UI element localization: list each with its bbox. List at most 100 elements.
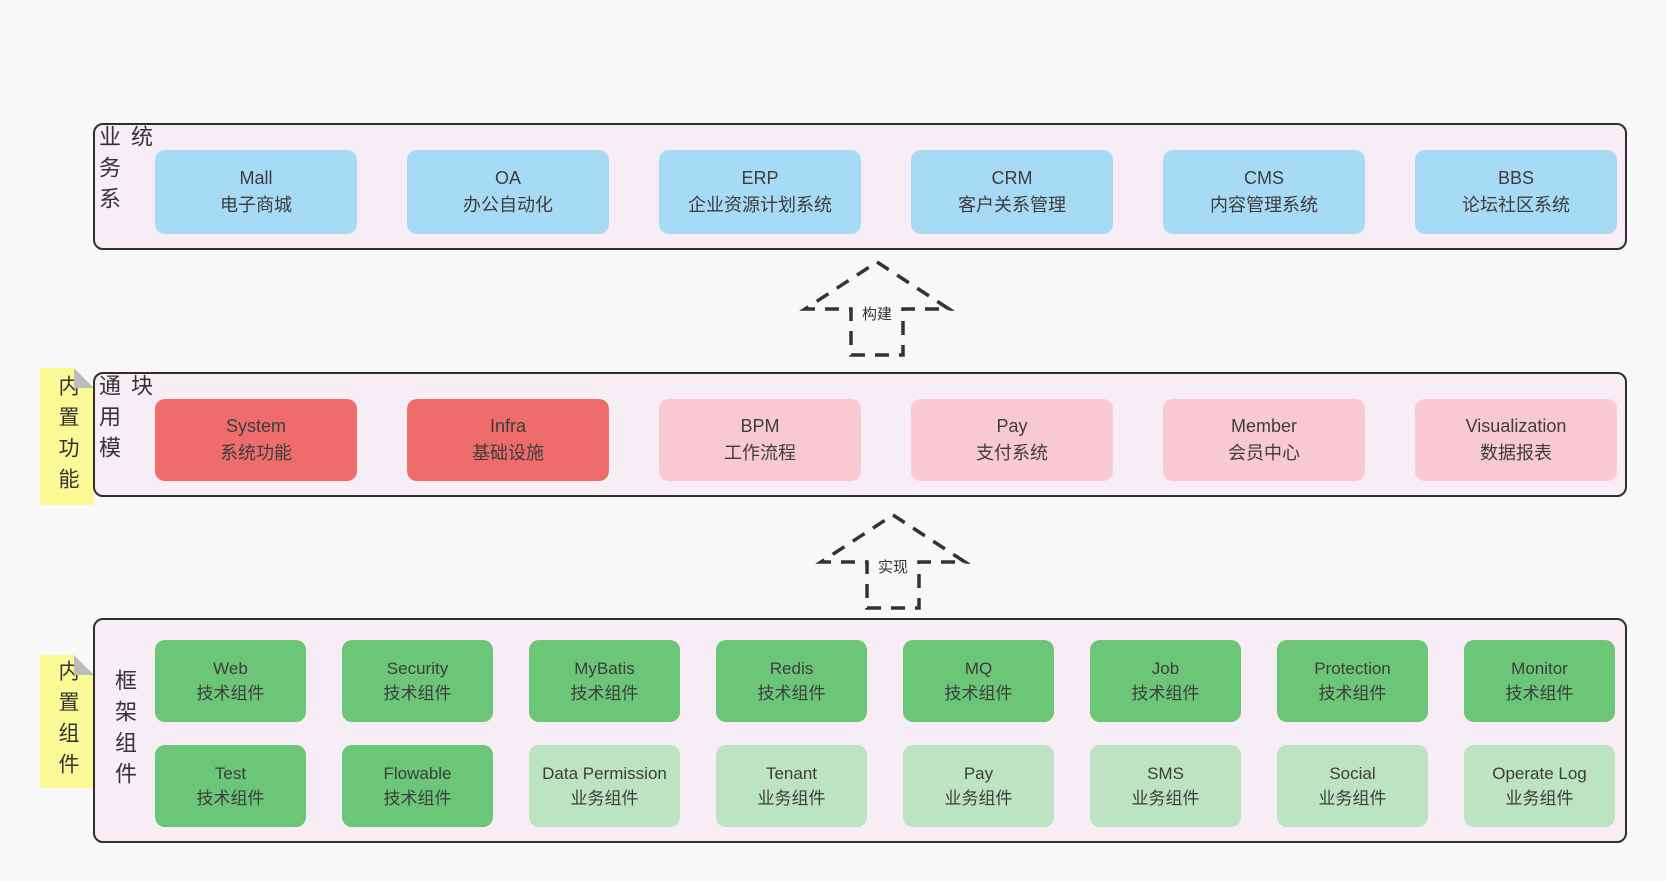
box-pay: Pay 业务组件: [903, 745, 1054, 827]
arrow-label: 构建: [858, 303, 896, 324]
box-title: MyBatis: [574, 659, 635, 678]
box-subtitle: 技术组件: [1505, 684, 1574, 703]
box-subtitle: 基础设施: [472, 443, 544, 463]
box-title: System: [225, 416, 286, 436]
box-member: Member 会员中心: [1163, 399, 1365, 481]
box-subtitle: 支付系统: [976, 443, 1048, 463]
sticky-note-text: 内置功能: [56, 374, 79, 499]
box-title: MQ: [964, 659, 993, 678]
box-title: Security: [386, 659, 449, 678]
box-data-permission: Data Permission 业务组件: [529, 745, 680, 827]
box-bbs: BBS 论坛社区系统: [1415, 150, 1617, 234]
build-arrow-icon: 构建: [797, 259, 957, 359]
box-title: Infra: [489, 416, 527, 436]
box-system: System 系统功能: [155, 399, 357, 481]
box-title: CMS: [1244, 168, 1284, 188]
box-subtitle: 技术组件: [570, 684, 639, 703]
box-subtitle: 电子商城: [220, 195, 292, 215]
box-title: Test: [214, 764, 247, 783]
box-subtitle: 工作流程: [724, 443, 796, 463]
box-operate-log: Operate Log 业务组件: [1464, 745, 1615, 827]
box-subtitle: 内容管理系统: [1210, 195, 1318, 215]
band-label-text: 框架组件: [112, 668, 137, 793]
box-title: Web: [213, 659, 248, 678]
box-subtitle: 数据报表: [1480, 443, 1552, 463]
box-mq: MQ 技术组件: [903, 640, 1054, 722]
box-subtitle: 技术组件: [944, 684, 1013, 703]
box-title: Social: [1329, 764, 1376, 783]
box-title: Flowable: [383, 764, 452, 783]
box-title: BBS: [1497, 168, 1535, 188]
box-subtitle: 业务组件: [1131, 789, 1200, 808]
box-subtitle: 业务组件: [944, 789, 1013, 808]
box-subtitle: 办公自动化: [463, 195, 553, 215]
box-subtitle: 系统功能: [220, 443, 292, 463]
box-subtitle: 技术组件: [383, 684, 452, 703]
sticky-note-built-in-features: 内置功能: [40, 368, 94, 505]
box-title: Visualization: [1465, 416, 1567, 436]
box-security: Security 技术组件: [342, 640, 493, 722]
band-vertical-label: 业务系统: [95, 125, 153, 248]
box-title: Data Permission: [542, 764, 667, 783]
sticky-note-built-in-components: 内置组件: [40, 655, 94, 788]
folded-corner-icon: [74, 368, 94, 388]
box-subtitle: 论坛社区系统: [1462, 195, 1570, 215]
box-title: Operate Log: [1492, 764, 1587, 783]
box-mybatis: MyBatis 技术组件: [529, 640, 680, 722]
band-label-text: 业务系统: [96, 125, 153, 218]
box-subtitle: 技术组件: [1318, 684, 1387, 703]
box-subtitle: 技术组件: [1131, 684, 1200, 703]
dashed-up-arrow-icon: [815, 512, 971, 610]
box-subtitle: 客户关系管理: [958, 195, 1066, 215]
implement-arrow-icon: 实现: [813, 512, 973, 612]
box-subtitle: 企业资源计划系统: [688, 195, 832, 215]
band-label-text: 通用模块: [96, 374, 153, 467]
band-vertical-label: 通用模块: [95, 374, 153, 495]
box-title: Job: [1151, 659, 1180, 678]
box-subtitle: 技术组件: [757, 684, 826, 703]
box-social: Social 业务组件: [1277, 745, 1428, 827]
box-title: Pay: [963, 764, 994, 783]
box-subtitle: 技术组件: [196, 789, 265, 808]
box-title: Protection: [1314, 659, 1391, 678]
arrow-label: 实现: [874, 556, 912, 577]
box-job: Job 技术组件: [1090, 640, 1241, 722]
box-subtitle: 业务组件: [1505, 789, 1574, 808]
box-redis: Redis 技术组件: [716, 640, 867, 722]
box-visualization: Visualization 数据报表: [1415, 399, 1617, 481]
box-title: Redis: [769, 659, 814, 678]
box-subtitle: 技术组件: [383, 789, 452, 808]
box-subtitle: 业务组件: [570, 789, 639, 808]
box-title: Monitor: [1511, 659, 1568, 678]
box-subtitle: 业务组件: [1318, 789, 1387, 808]
box-infra: Infra 基础设施: [407, 399, 609, 481]
box-mall: Mall 电子商城: [155, 150, 357, 234]
box-monitor: Monitor 技术组件: [1464, 640, 1615, 722]
box-flowable: Flowable 技术组件: [342, 745, 493, 827]
box-title: ERP: [741, 168, 779, 188]
dashed-up-arrow-icon: [799, 259, 955, 357]
box-title: Member: [1230, 416, 1297, 436]
box-title: OA: [494, 168, 521, 188]
box-cms: CMS 内容管理系统: [1163, 150, 1365, 234]
box-subtitle: 业务组件: [757, 789, 826, 808]
box-title: Mall: [239, 168, 273, 188]
box-subtitle: 技术组件: [196, 684, 265, 703]
box-oa: OA 办公自动化: [407, 150, 609, 234]
box-subtitle: 会员中心: [1228, 443, 1300, 463]
box-web: Web 技术组件: [155, 640, 306, 722]
folded-corner-icon: [74, 655, 94, 675]
sticky-note-text: 内置组件: [56, 659, 79, 784]
